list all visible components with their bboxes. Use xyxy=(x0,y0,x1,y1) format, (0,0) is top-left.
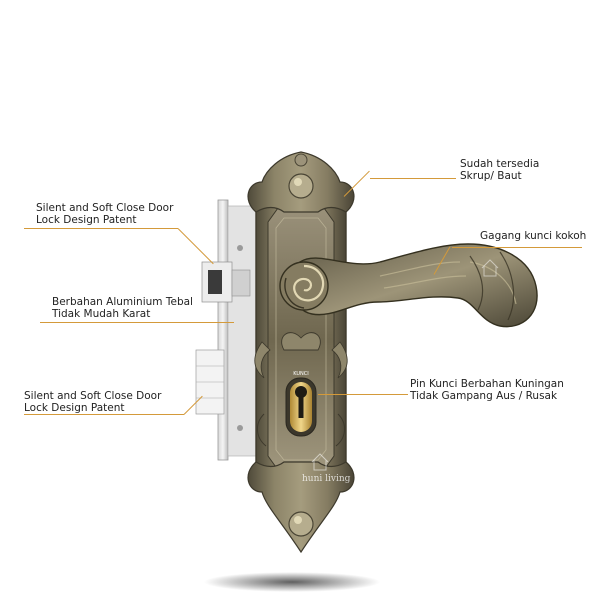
leader-line-handle xyxy=(452,247,582,248)
brass-cylinder: KUNCI xyxy=(285,371,317,437)
mortise-lock-body xyxy=(195,199,259,461)
floor-shadow xyxy=(204,572,380,592)
watermark-logo-handle xyxy=(481,259,499,277)
svg-text:KUNCI: KUNCI xyxy=(293,371,309,377)
label-cylinder-line2: Tidak Gampang Aus / Rusak xyxy=(410,390,558,402)
label-soft-close-top-line2: Lock Design Patent xyxy=(36,214,137,226)
label-soft-close-top-line1: Silent and Soft Close Door xyxy=(36,202,174,214)
label-aluminium: Berbahan Aluminium Tebal Tidak Mudah Kar… xyxy=(52,296,193,320)
label-soft-close-bottom: Silent and Soft Close Door Lock Design P… xyxy=(24,390,161,414)
leader-line-cylinder xyxy=(318,394,408,395)
backplate xyxy=(247,151,355,554)
label-screws-line2: Skrup/ Baut xyxy=(460,170,522,182)
watermark-logo xyxy=(311,453,329,471)
lever-handle xyxy=(279,243,538,328)
leader-line-aluminium xyxy=(40,322,234,323)
label-aluminium-line2: Tidak Mudah Karat xyxy=(52,308,151,320)
watermark-text: huni living xyxy=(302,474,351,484)
label-soft-close-bottom-line2: Lock Design Patent xyxy=(24,402,125,414)
leader-line-soft-close-top xyxy=(24,228,178,229)
label-screws: Sudah tersedia Skrup/ Baut xyxy=(460,158,539,182)
label-aluminium-line1: Berbahan Aluminium Tebal xyxy=(52,296,193,308)
label-soft-close-top: Silent and Soft Close Door Lock Design P… xyxy=(36,202,173,226)
label-soft-close-bottom-line1: Silent and Soft Close Door xyxy=(24,390,162,402)
label-handle-line1: Gagang kunci kokoh xyxy=(480,230,587,242)
label-screws-line1: Sudah tersedia xyxy=(460,158,540,170)
label-handle: Gagang kunci kokoh xyxy=(480,230,586,242)
label-cylinder: Pin Kunci Berbahan Kuningan Tidak Gampan… xyxy=(410,378,564,402)
label-cylinder-line1: Pin Kunci Berbahan Kuningan xyxy=(410,378,564,390)
leader-line-soft-close-bottom xyxy=(24,414,184,415)
leader-line-screws xyxy=(370,178,456,179)
